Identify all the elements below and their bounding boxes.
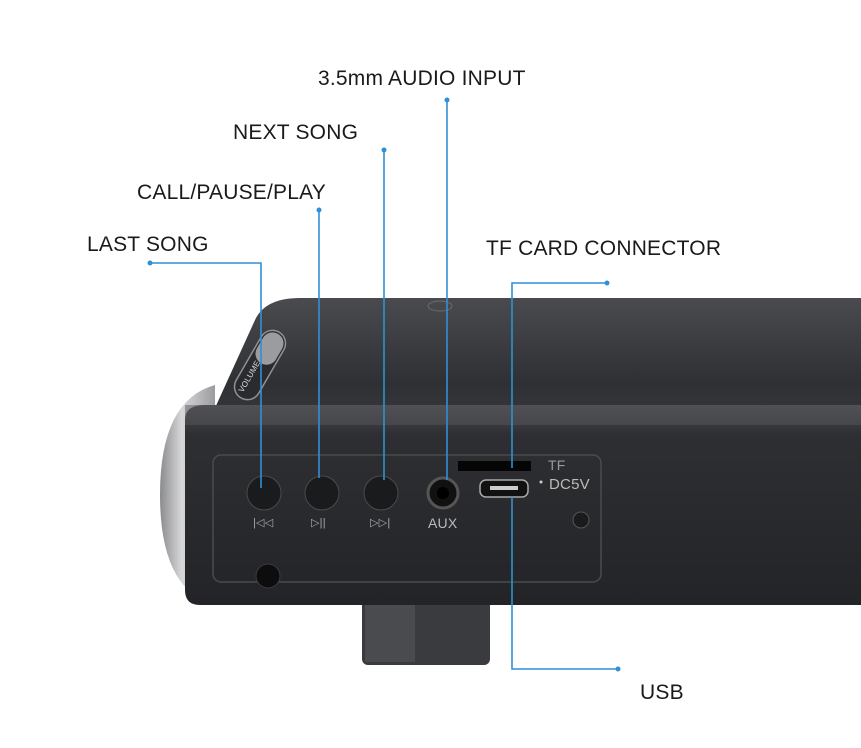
- play-button: [304, 475, 340, 511]
- label-tf-card: TF CARD CONNECTOR: [486, 237, 722, 260]
- label-audio-input: 3.5mm AUDIO INPUT: [318, 67, 526, 90]
- body-top: [205, 298, 861, 440]
- next-glyph: ▷▷|: [370, 517, 391, 529]
- aux-print: AUX: [428, 515, 458, 531]
- prev-button: [246, 475, 282, 511]
- control-panel: [212, 454, 602, 583]
- tf-slot: [458, 461, 531, 471]
- prev-glyph: |◁◁: [253, 517, 274, 529]
- tf-print: TF: [548, 457, 566, 473]
- label-call-pause-play: CALL/PAUSE/PLAY: [137, 181, 326, 204]
- leader-dots: [147, 97, 621, 672]
- dc5v-print: DC5V: [549, 476, 590, 493]
- label-next-song: NEXT SONG: [233, 121, 359, 144]
- play-glyph: ▷||: [311, 517, 326, 529]
- volume-button: [233, 329, 287, 401]
- body-front: [185, 405, 861, 605]
- leader-lines: [150, 100, 618, 670]
- label-usb: USB: [640, 681, 684, 704]
- power-jack: [255, 563, 281, 589]
- next-button: [363, 475, 399, 511]
- label-last-song: LAST SONG: [87, 233, 209, 256]
